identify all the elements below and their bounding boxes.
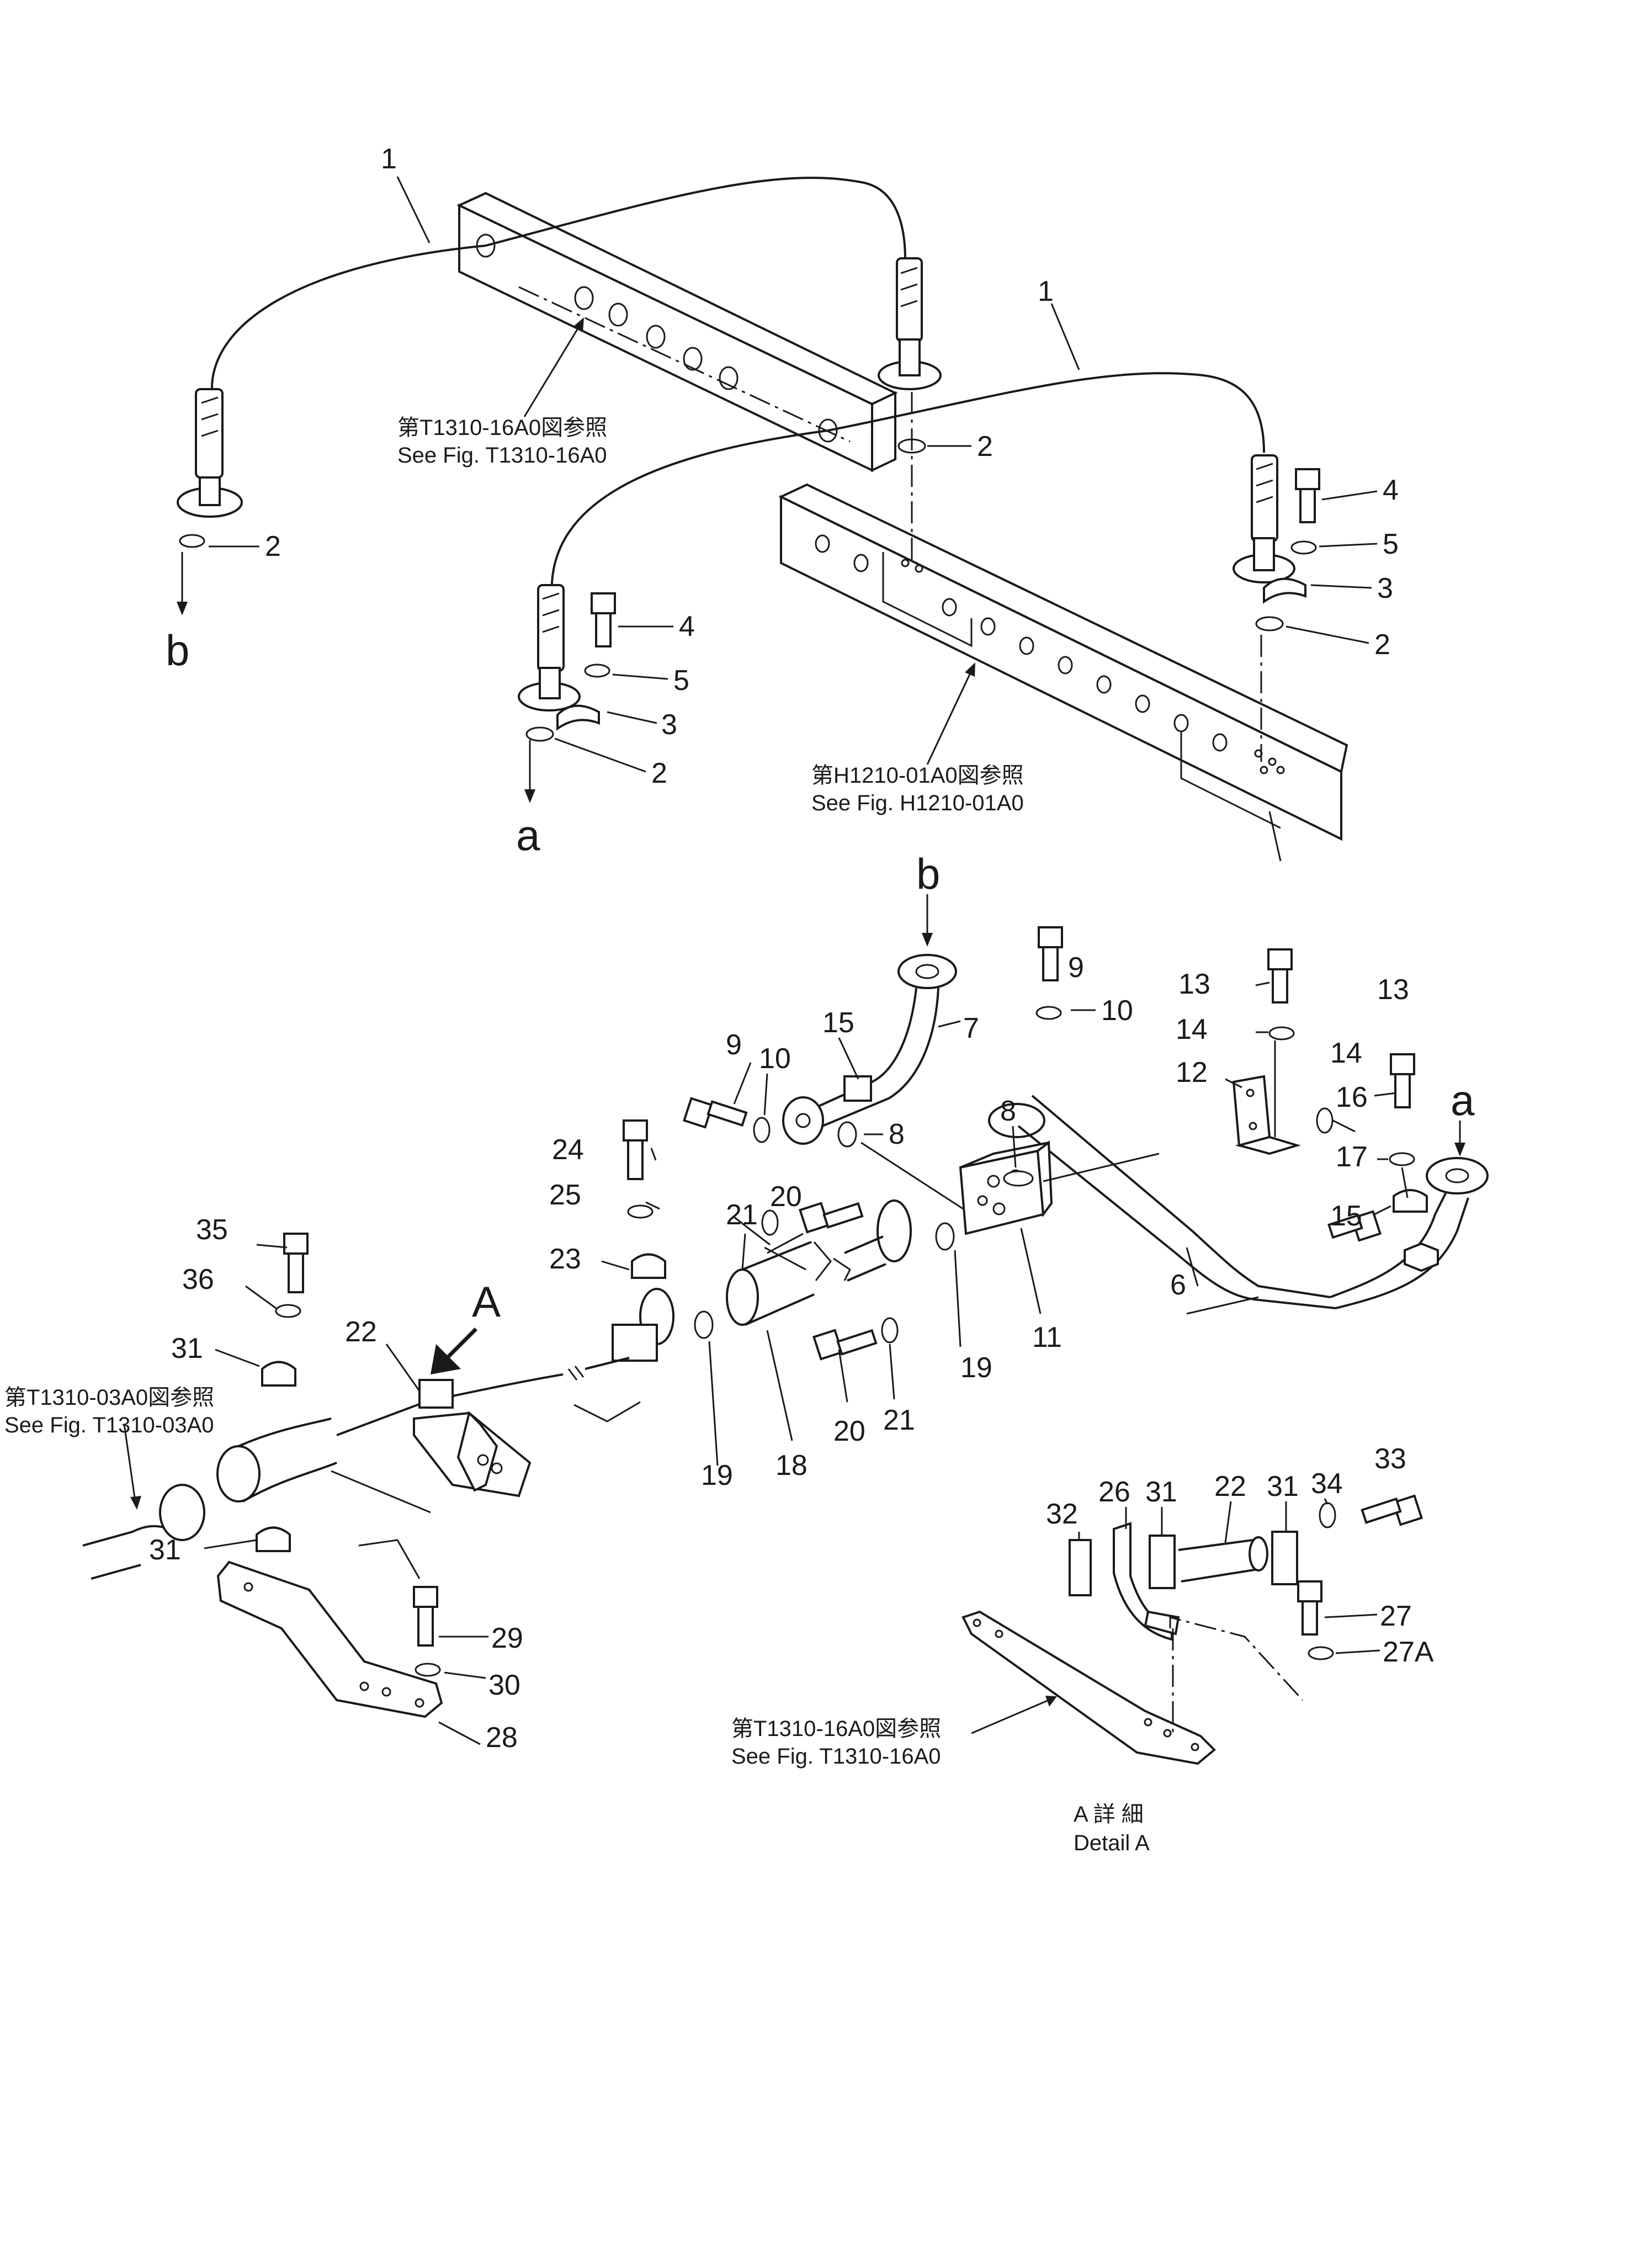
callout-14: 14 [1176, 1013, 1208, 1045]
detail-a-arrow [431, 1328, 477, 1374]
callout-3: 3 [661, 709, 677, 741]
hose-1-left [177, 177, 942, 518]
callout-30: 30 [488, 1669, 520, 1701]
leader-lines-top [209, 176, 1378, 773]
mount-plate-28 [216, 1560, 443, 1718]
detail-title-en: Detail A [1074, 1831, 1150, 1855]
callout-20: 20 [770, 1181, 802, 1213]
callout-10: 10 [759, 1043, 791, 1075]
callout-19: 19 [960, 1352, 992, 1384]
bolt [283, 926, 1415, 1647]
reference-jp: 第T1310-16A0図参照 [397, 416, 607, 440]
clamp-half [256, 1189, 1428, 1552]
block-11 [959, 1140, 1053, 1235]
callout-2: 2 [977, 431, 993, 463]
detail-a-parts [962, 1522, 1304, 1765]
callout-21: 21 [726, 1199, 758, 1231]
callout-4: 4 [679, 610, 695, 643]
bolt-horizontal [682, 1097, 1423, 1526]
callout-21: 21 [883, 1404, 915, 1436]
callout-24: 24 [552, 1134, 584, 1166]
callout-27A: 27A [1383, 1636, 1434, 1668]
callout-18: 18 [775, 1450, 808, 1482]
leader-lines-lower [204, 981, 1409, 1745]
reference-jp: 第T1310-16A0図参照 [731, 1717, 941, 1741]
upper-frame-beam [456, 192, 898, 473]
callout-22: 22 [1214, 1470, 1246, 1503]
hose-1-right [518, 372, 1295, 712]
washer [584, 540, 1317, 678]
pipe-7 [782, 954, 957, 1145]
callout-35: 35 [196, 1214, 228, 1246]
callout-28: 28 [486, 1722, 518, 1754]
callout-1: 1 [381, 143, 397, 175]
callout-26: 26 [1098, 1476, 1130, 1508]
callout-16: 16 [1336, 1081, 1368, 1113]
callout-9: 9 [726, 1029, 742, 1061]
callout-13: 13 [1377, 974, 1409, 1006]
callout-36: 36 [182, 1263, 214, 1296]
connector-a: a [516, 811, 540, 859]
callout-2: 2 [265, 530, 281, 562]
connector-a: a [1451, 1076, 1475, 1124]
o-ring [179, 438, 1284, 742]
callout-6: 6 [1170, 1269, 1186, 1301]
bracket-12 [1232, 1075, 1301, 1155]
callout-20: 20 [833, 1415, 865, 1447]
callout-9: 9 [1068, 952, 1084, 984]
callout-7: 7 [963, 1012, 979, 1044]
callout-27: 27 [1380, 1600, 1412, 1632]
callout-31: 31 [149, 1534, 181, 1566]
callout-34: 34 [1311, 1468, 1343, 1500]
callout-2: 2 [1374, 629, 1390, 661]
reference-en: See Fig. T1310-16A0 [397, 443, 607, 468]
pipe-18 [726, 1199, 912, 1326]
arrows-lower [123, 894, 1465, 1734]
detail-mark-a: A [472, 1277, 501, 1326]
arrows-top [177, 317, 975, 803]
callout-32: 32 [1046, 1498, 1078, 1530]
callout-15: 15 [1330, 1200, 1362, 1232]
bolt [591, 468, 1320, 647]
callout-2: 2 [651, 757, 667, 789]
callout-4: 4 [1383, 474, 1399, 506]
callout-11: 11 [1032, 1321, 1062, 1353]
o-ring [694, 1121, 1034, 1339]
callout-23: 23 [549, 1243, 581, 1275]
callout-12: 12 [1176, 1057, 1208, 1089]
washer [275, 1006, 1415, 1677]
pipe-22-assembly [82, 1357, 641, 1580]
callout-13: 13 [1178, 968, 1210, 1000]
reference-en: See Fig. T1310-16A0 [731, 1744, 941, 1769]
callout-15: 15 [822, 1007, 854, 1039]
clamp-half [556, 577, 1306, 731]
reference-jp: 第H1210-01A0図参照 [811, 763, 1024, 788]
callout-3: 3 [1377, 572, 1393, 604]
flange-left [612, 1288, 674, 1362]
callout-33: 33 [1374, 1443, 1406, 1475]
callout-14: 14 [1330, 1037, 1362, 1069]
callout-22: 22 [345, 1316, 377, 1348]
callout-29: 29 [491, 1622, 523, 1654]
callout-31: 31 [1145, 1476, 1177, 1508]
reference-en: See Fig. H1210-01A0 [811, 791, 1024, 815]
callout-31: 31 [1267, 1470, 1299, 1503]
callout-31: 31 [171, 1332, 203, 1365]
reference-jp: 第T1310-03A0図参照 [4, 1385, 214, 1410]
callout-1: 1 [1038, 275, 1054, 307]
connector-b: b [916, 850, 940, 898]
callout-8: 8 [1000, 1095, 1016, 1127]
callout-5: 5 [1383, 528, 1399, 560]
detail-title-jp: A 詳 細 [1074, 1802, 1144, 1827]
reference-en: See Fig. T1310-03A0 [4, 1413, 214, 1437]
callout-8: 8 [889, 1118, 905, 1150]
callout-5: 5 [673, 665, 689, 697]
lower-frame-beam [778, 483, 1348, 862]
callout-19: 19 [701, 1459, 733, 1491]
callout-10: 10 [1101, 995, 1133, 1027]
callout-25: 25 [549, 1179, 581, 1211]
callout-17: 17 [1336, 1141, 1368, 1173]
connector-b: b [166, 626, 189, 675]
